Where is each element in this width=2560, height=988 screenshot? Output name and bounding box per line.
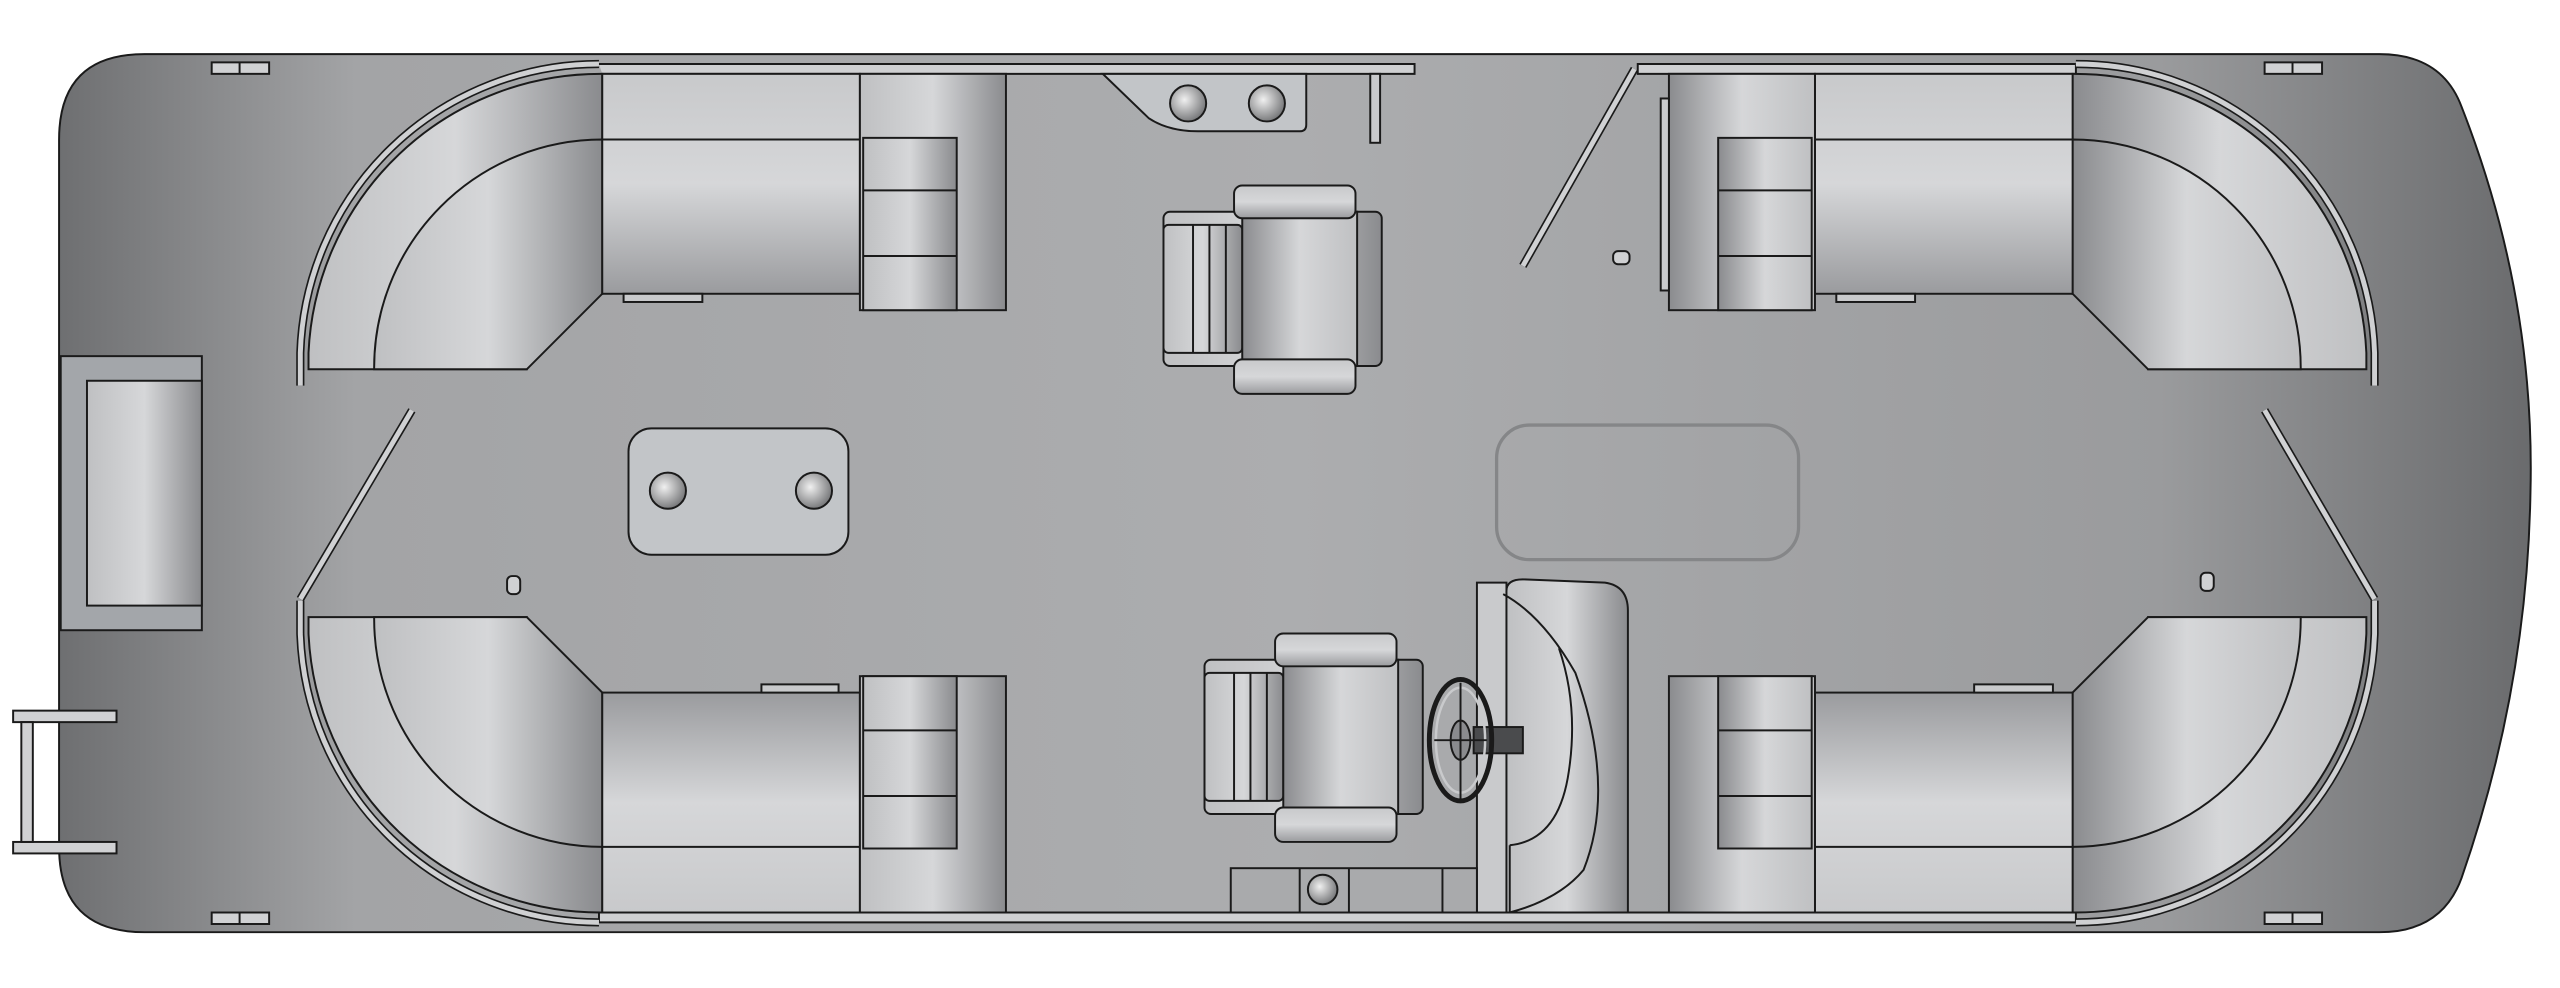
rod-holder-icon [1612, 250, 1631, 266]
cup-holder-icon [794, 471, 833, 510]
gate-top[interactable] [1519, 66, 1639, 268]
gate-bow[interactable] [2261, 408, 2379, 602]
gate-post [1659, 97, 1670, 292]
cleat-icon [210, 61, 271, 75]
steering-wheel-icon[interactable] [1426, 676, 1524, 804]
ladder-icon[interactable] [12, 709, 118, 855]
latch [1973, 683, 2054, 694]
rail-top-left [598, 63, 1416, 75]
cup-holder-icon [1306, 873, 1339, 906]
rail-top-right [1636, 63, 2077, 75]
cup-holder-icon [1247, 84, 1286, 123]
stern-step [59, 355, 203, 632]
cup-holder-icon [648, 471, 687, 510]
optional-table-outline [1494, 423, 1801, 562]
storage-box [1229, 867, 1478, 914]
latch [760, 683, 840, 694]
rod-holder-icon [506, 575, 522, 596]
cleat-icon [210, 911, 271, 925]
cleat-icon [2263, 61, 2324, 75]
helm-chair [1203, 632, 1424, 843]
cup-holder-icon [1169, 84, 1208, 123]
latch [1835, 292, 1917, 303]
captain-chair-top [1162, 184, 1383, 395]
bar-counter [1100, 72, 1382, 144]
latch [622, 292, 704, 303]
cleat-icon [2263, 911, 2324, 925]
table [627, 427, 850, 556]
rod-holder-icon [2199, 571, 2215, 592]
gate-stern-port[interactable] [296, 408, 416, 602]
rail-bottom [597, 911, 2077, 924]
